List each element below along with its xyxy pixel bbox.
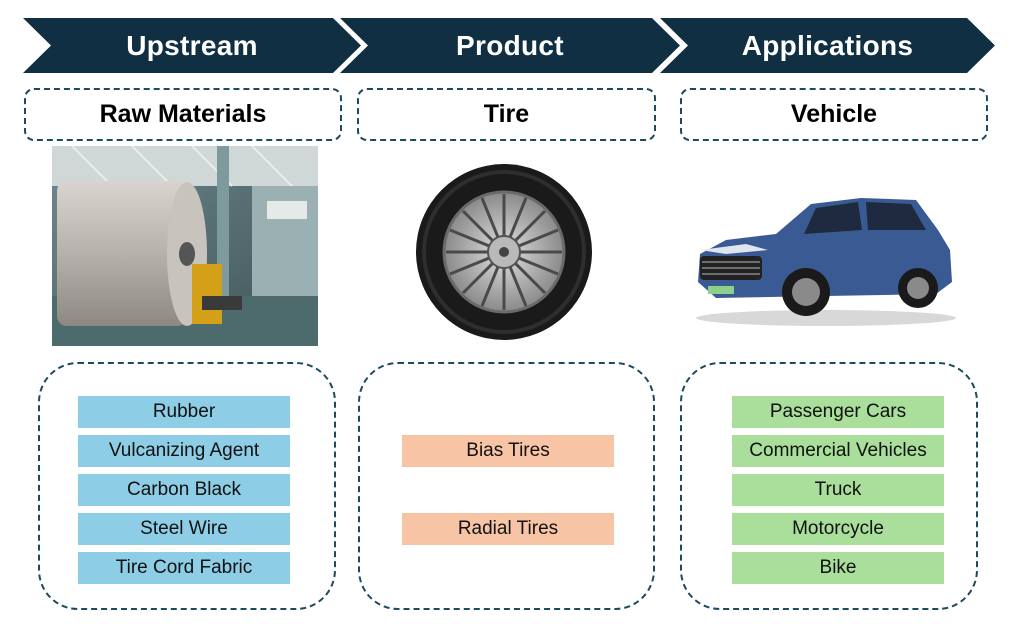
list-item-product: Radial Tires bbox=[402, 513, 614, 545]
category-box-raw-materials: Raw Materials bbox=[24, 88, 342, 141]
category-label: Tire bbox=[483, 100, 530, 128]
list-item-upstream: Steel Wire bbox=[78, 513, 290, 545]
list-item-upstream: Carbon Black bbox=[78, 474, 290, 506]
stage-label-product: Product bbox=[456, 29, 564, 61]
chevron-arrow-shape bbox=[660, 18, 995, 73]
group-box-applications bbox=[680, 362, 978, 610]
stage-arrow-upstream: Upstream bbox=[23, 18, 361, 73]
raw-materials-photo bbox=[52, 146, 318, 346]
list-item-upstream: Vulcanizing Agent bbox=[78, 435, 290, 467]
list-item-product: Bias Tires bbox=[402, 435, 614, 467]
list-item-upstream: Tire Cord Fabric bbox=[78, 552, 290, 584]
group-box-product bbox=[358, 362, 655, 610]
category-label: Vehicle bbox=[790, 100, 878, 128]
list-item-applications: Commercial Vehicles bbox=[732, 435, 944, 467]
stage-arrow-applications: Applications bbox=[660, 18, 995, 73]
group-box-upstream bbox=[38, 362, 336, 610]
tire-photo bbox=[416, 164, 592, 340]
category-box-tire: Tire bbox=[357, 88, 656, 141]
category-box-vehicle: Vehicle bbox=[680, 88, 988, 141]
stage-label-upstream: Upstream bbox=[126, 29, 258, 61]
stage-arrow-product: Product bbox=[340, 18, 680, 73]
list-item-applications: Bike bbox=[732, 552, 944, 584]
vehicle-photo bbox=[696, 198, 956, 326]
list-item-applications: Motorcycle bbox=[732, 513, 944, 545]
category-label: Raw Materials bbox=[99, 100, 267, 128]
stage-label-applications: Applications bbox=[741, 29, 914, 61]
chevron-arrow-shape bbox=[23, 18, 361, 73]
chevron-arrow-shape bbox=[340, 18, 680, 73]
list-item-upstream: Rubber bbox=[78, 396, 290, 428]
list-item-applications: Truck bbox=[732, 474, 944, 506]
list-item-applications: Passenger Cars bbox=[732, 396, 944, 428]
